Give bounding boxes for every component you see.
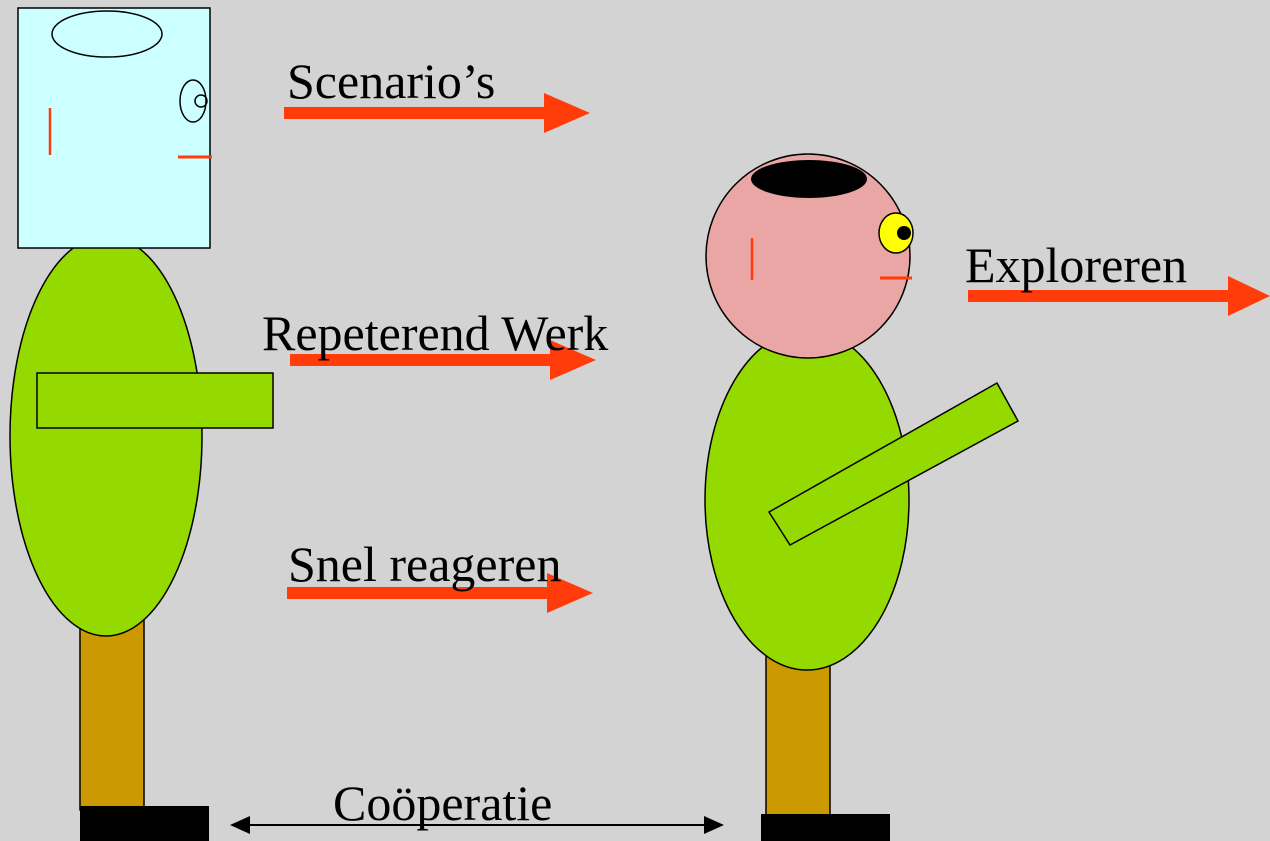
robot-head: [18, 8, 210, 248]
label-repetitive-work: Repeterend Werk: [262, 308, 608, 358]
robot-foot: [80, 806, 209, 841]
human-leg: [766, 650, 830, 820]
human-foot: [761, 814, 890, 841]
label-explore: Exploreren: [965, 240, 1187, 290]
robot-arm: [37, 373, 273, 428]
robot-figure: [10, 8, 273, 841]
robot-body: [10, 236, 202, 636]
label-cooperation: Coöperatie: [333, 778, 552, 828]
label-react-fast: Snel reageren: [288, 539, 561, 589]
label-scenarios: Scenario’s: [287, 56, 495, 106]
human-hair: [751, 160, 867, 198]
human-pupil-icon: [897, 226, 911, 240]
